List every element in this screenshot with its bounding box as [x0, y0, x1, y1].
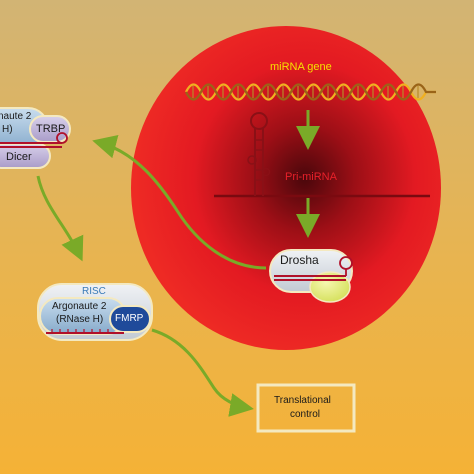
mirna-gene-helix	[185, 83, 436, 101]
risc-title: RISC	[82, 286, 106, 297]
pri-mirna-transcript	[214, 112, 430, 198]
drosha-complex	[269, 249, 353, 303]
translational-label: Translational	[274, 395, 331, 406]
risc-loading-arrow	[36, 175, 84, 262]
export-arrow	[92, 134, 267, 270]
trbp-label: TRBP	[36, 123, 66, 135]
translational-control-box	[256, 383, 356, 433]
dicer-argonaute-label: naute 2	[0, 111, 32, 122]
risc-complex	[37, 283, 153, 341]
pri-mirna-label: Pri-miRNA	[285, 171, 337, 183]
dicer-rnase-label: H)	[2, 124, 13, 135]
nucleus	[131, 26, 441, 350]
risc-argonaute-label: Argonaute 2	[52, 301, 107, 312]
mirna-gene-label: miRNA gene	[270, 61, 332, 73]
dicer-complex	[0, 107, 71, 169]
fmrp-label: FMRP	[115, 313, 144, 324]
dicer-label: Dicer	[6, 151, 32, 163]
drosha-label: Drosha	[280, 253, 319, 267]
control-label: control	[290, 409, 321, 420]
repression-arrow	[151, 328, 254, 417]
risc-rnase-label: (RNase H)	[56, 314, 104, 325]
